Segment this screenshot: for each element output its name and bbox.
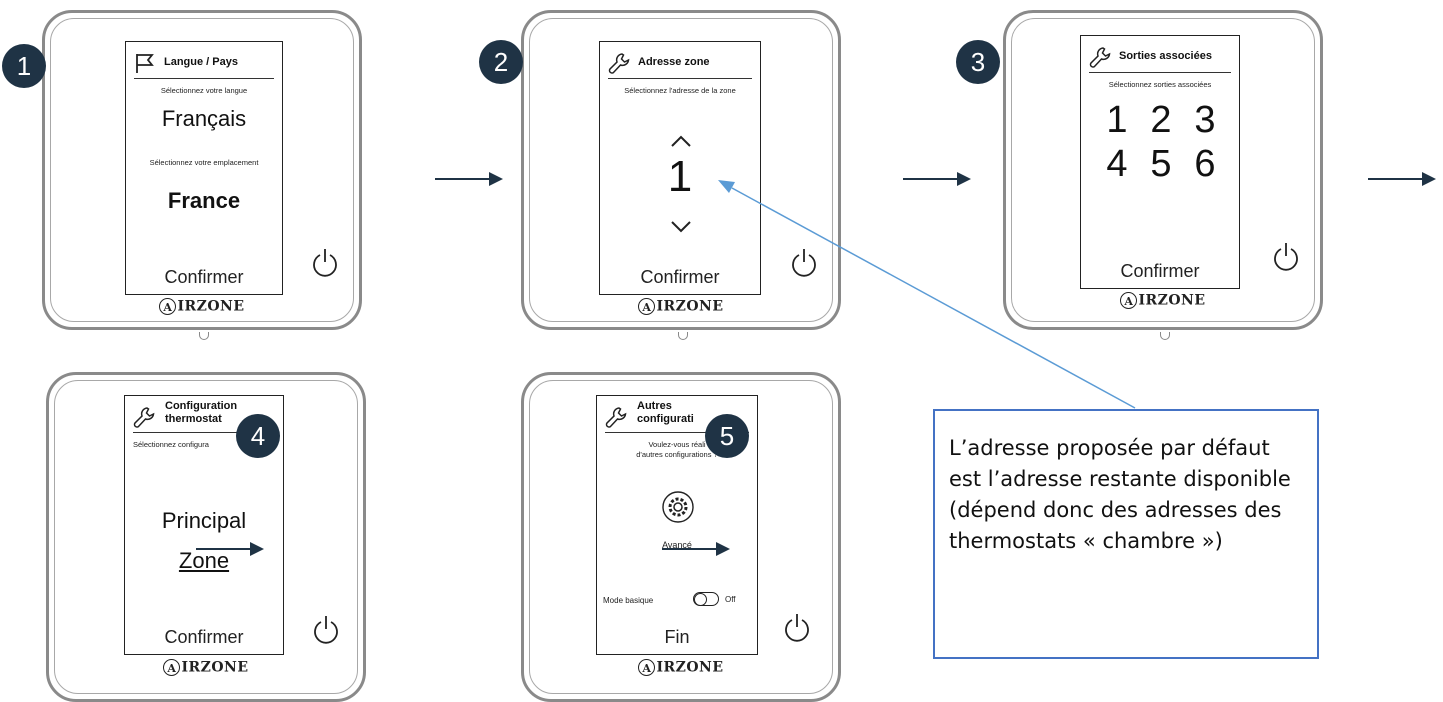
- screen: Langue / Pays Sélectionnez votre langue …: [125, 41, 283, 295]
- config-prompt: Sélectionnez configura: [133, 440, 209, 449]
- output-1[interactable]: 1: [1106, 99, 1128, 141]
- finish-button[interactable]: Fin: [664, 627, 690, 647]
- pointer-arrow-zone: [196, 542, 264, 556]
- screen-header: Adresse zone: [608, 50, 752, 79]
- screen-header: Langue / Pays: [134, 50, 274, 79]
- device-connector: [199, 332, 209, 340]
- screen: Sorties associées Sélectionnez sorties a…: [1080, 35, 1240, 289]
- screen: Adresse zone Sélectionnez l'adresse de l…: [599, 41, 761, 295]
- wrench-icon: [133, 407, 155, 428]
- power-icon[interactable]: [782, 611, 812, 643]
- power-icon[interactable]: [311, 613, 341, 645]
- advanced-label[interactable]: Avancé: [662, 540, 692, 550]
- step-badge-5: 5: [705, 414, 749, 458]
- device-connector: [678, 332, 688, 340]
- screen-title: Sorties associées: [1119, 50, 1212, 62]
- power-icon[interactable]: [310, 246, 340, 278]
- power-icon[interactable]: [1271, 240, 1301, 272]
- wrench-icon: [605, 407, 627, 428]
- step-badge-1: 1: [2, 44, 46, 88]
- basic-mode-toggle[interactable]: [693, 592, 719, 606]
- confirm-button[interactable]: Confirmer: [164, 627, 244, 647]
- toggle-state-label: Off: [725, 595, 736, 604]
- flow-arrow-3-to-4: [1368, 172, 1436, 186]
- pointer-arrow-advanced: [662, 542, 730, 556]
- confirm-button[interactable]: Confirmer: [1120, 261, 1200, 281]
- flag-icon: [136, 54, 154, 73]
- screen-title: Adresse zone: [638, 56, 710, 68]
- flow-arrow-2-to-3: [903, 172, 971, 186]
- flow-arrow-1-to-2: [435, 172, 503, 186]
- toggle-knob: [694, 593, 707, 606]
- output-3[interactable]: 3: [1194, 99, 1216, 141]
- option-principal[interactable]: Principal: [161, 508, 247, 533]
- thermostat-step-1: Langue / Pays Sélectionnez votre langue …: [42, 10, 362, 340]
- location-value[interactable]: France: [167, 188, 241, 213]
- other-config-question-line-2: d'autres configurations ?: [636, 450, 718, 459]
- language-value[interactable]: Français: [161, 106, 247, 131]
- power-icon[interactable]: [789, 246, 819, 278]
- language-prompt: Sélectionnez votre langue: [160, 86, 248, 95]
- callout-arrow: [718, 180, 1136, 409]
- gear-icon[interactable]: [661, 490, 695, 524]
- step-badge-3: 3: [956, 40, 1000, 84]
- confirm-button[interactable]: Confirmer: [640, 267, 720, 287]
- outputs-grid: 1 2 3 4 5 6: [1095, 98, 1227, 186]
- screen-title: Langue / Pays: [164, 56, 238, 68]
- output-6[interactable]: 6: [1194, 143, 1216, 185]
- zone-address-prompt: Sélectionnez l'adresse de la zone: [624, 86, 736, 95]
- thermostat-step-2: Adresse zone Sélectionnez l'adresse de l…: [521, 10, 841, 340]
- outputs-prompt: Sélectionnez sorties associées: [1108, 80, 1212, 89]
- wrench-icon: [1089, 47, 1111, 68]
- confirm-button[interactable]: Confirmer: [164, 267, 244, 287]
- step-badge-2: 2: [479, 40, 523, 84]
- output-5[interactable]: 5: [1150, 143, 1172, 185]
- output-2[interactable]: 2: [1150, 99, 1172, 141]
- option-zone[interactable]: Zone: [178, 548, 230, 573]
- chevron-down-icon[interactable]: [670, 220, 692, 234]
- output-4[interactable]: 4: [1106, 143, 1128, 185]
- zone-address-value: 1: [667, 152, 693, 201]
- screen-header: Sorties associées: [1089, 44, 1231, 73]
- chevron-up-icon[interactable]: [670, 134, 692, 148]
- step-badge-4: 4: [236, 414, 280, 458]
- wrench-icon: [608, 53, 630, 74]
- other-config-question-line-1: Voulez-vous réali: [648, 440, 706, 449]
- basic-mode-label: Mode basique: [603, 596, 654, 605]
- location-prompt: Sélectionnez votre emplacement: [149, 158, 259, 167]
- device-connector: [1160, 332, 1170, 340]
- default-address-note: L’adresse proposée par défaut est l’adre…: [933, 409, 1319, 659]
- thermostat-step-3: Sorties associées Sélectionnez sorties a…: [1003, 10, 1323, 340]
